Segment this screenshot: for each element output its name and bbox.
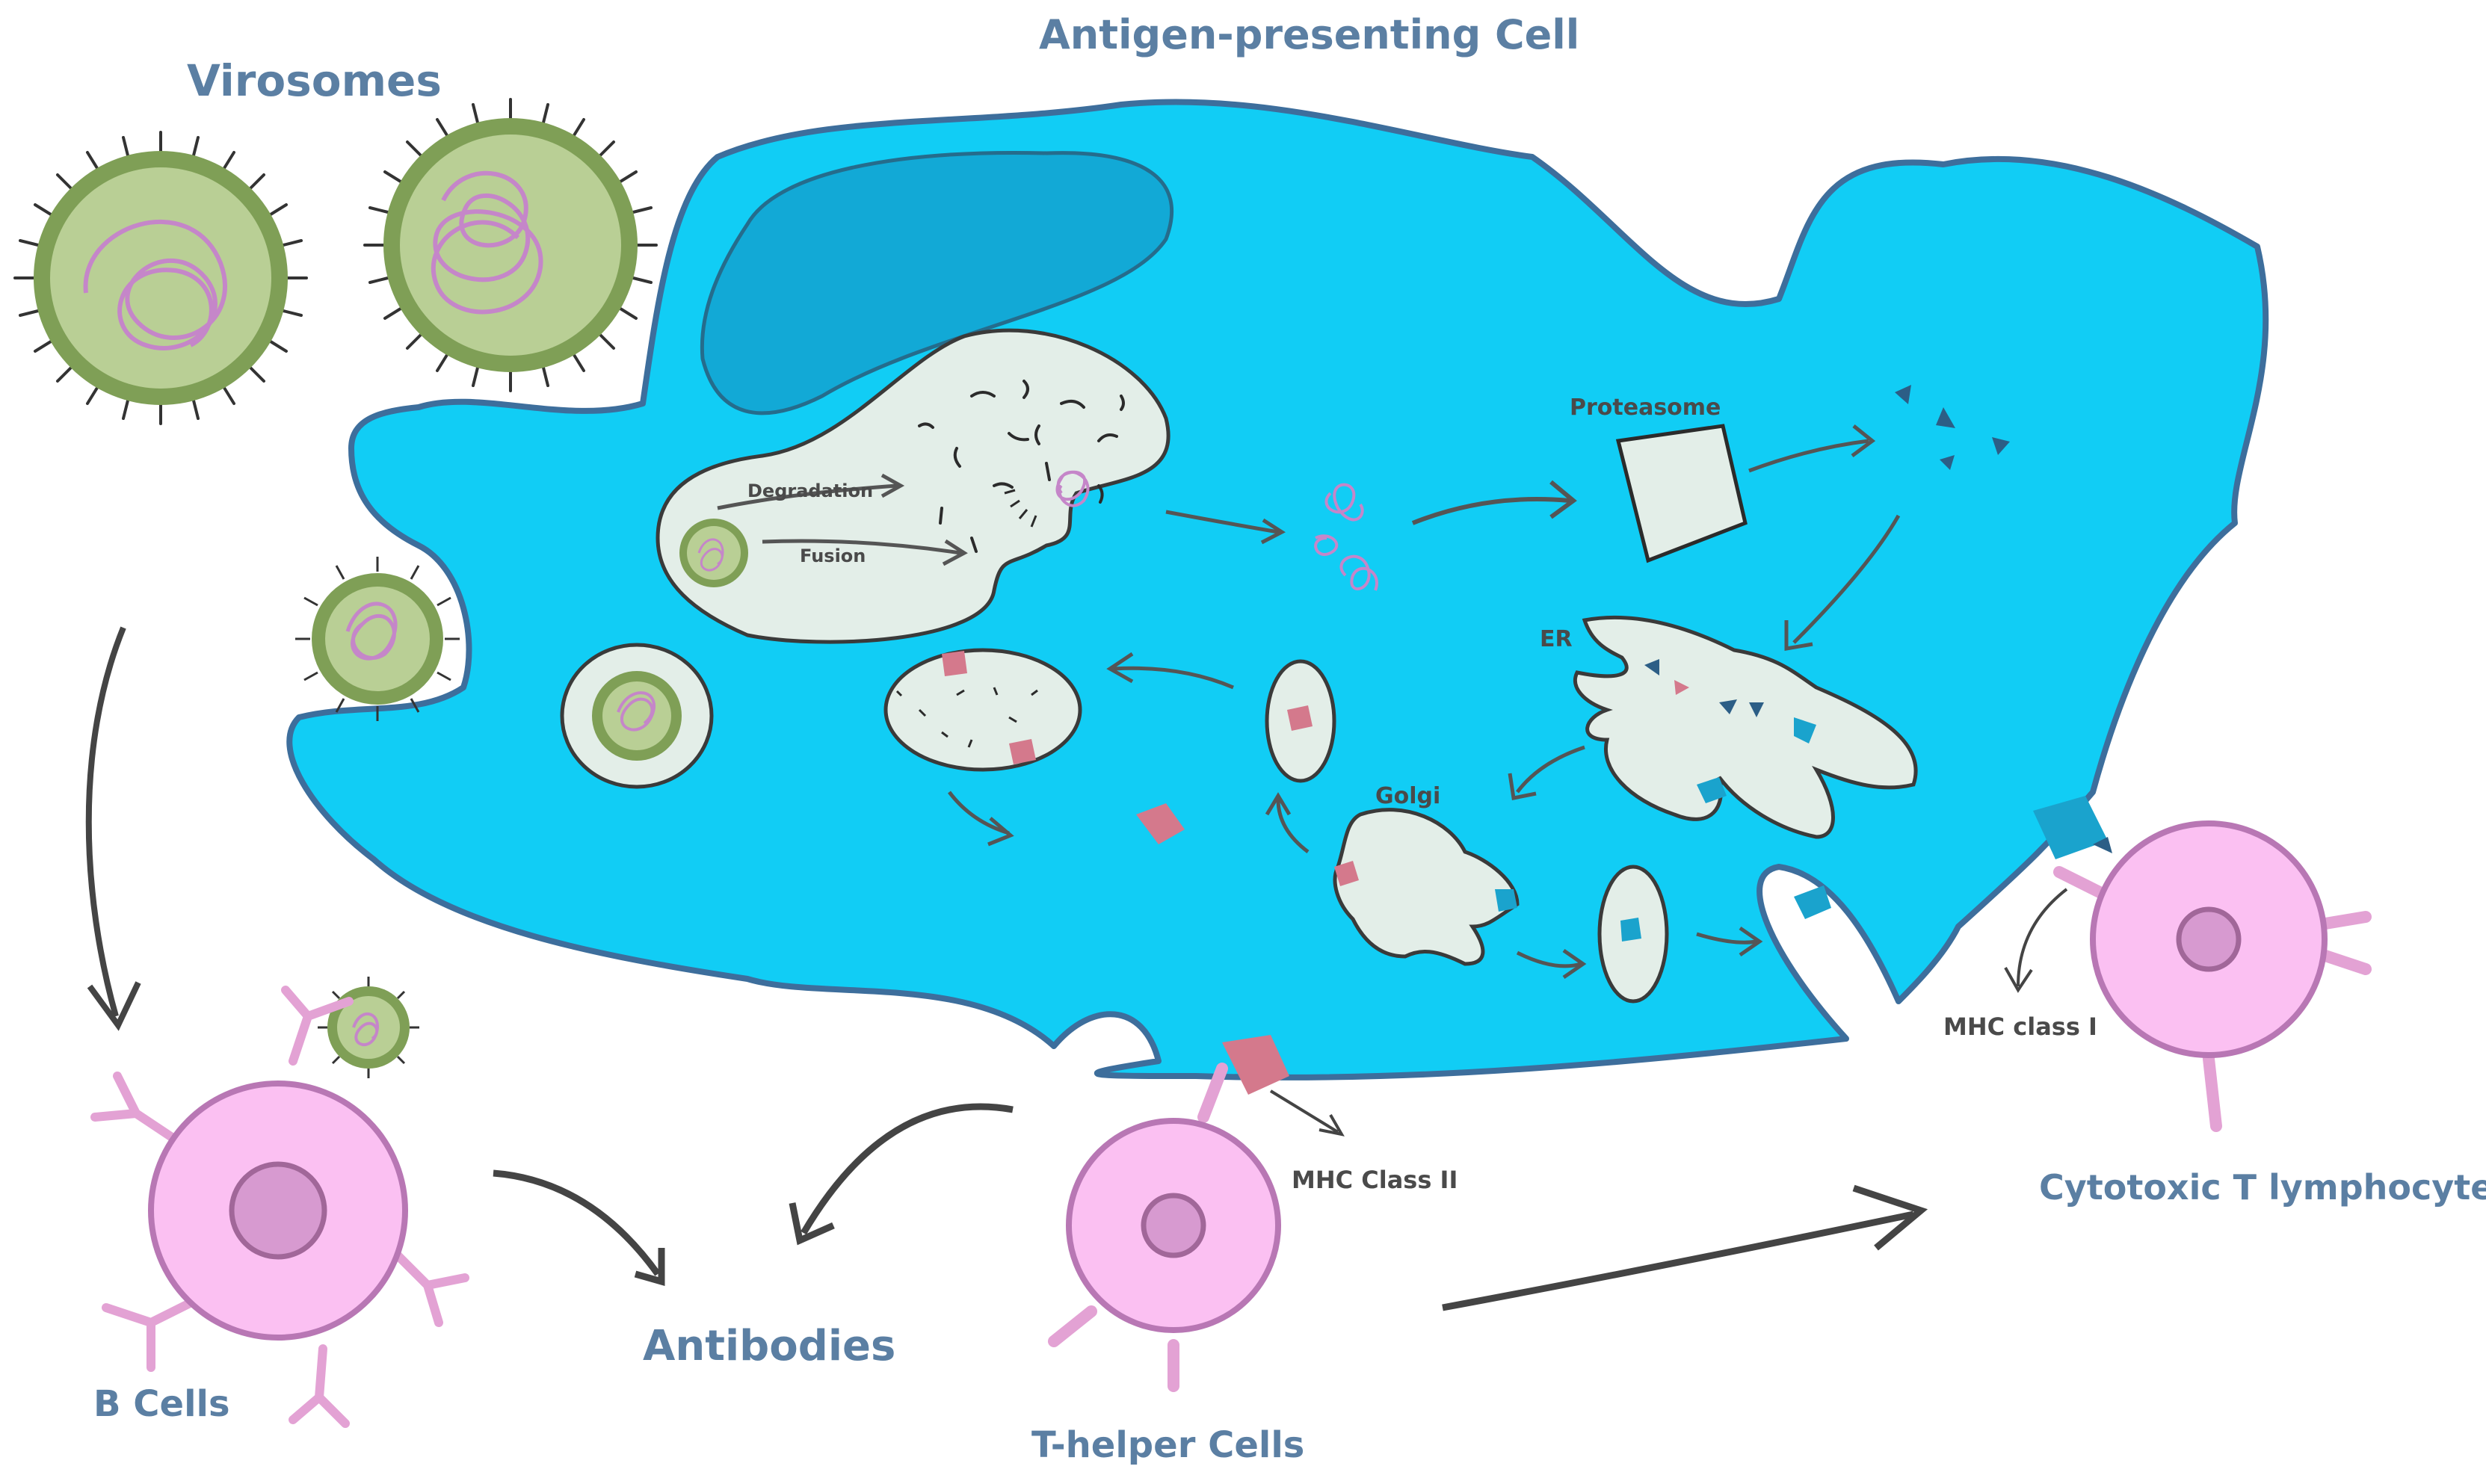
arrow-to-er xyxy=(1784,514,1901,651)
surface-mhc-ii xyxy=(1222,1035,1289,1095)
arrow-to-rna xyxy=(1165,510,1286,545)
arrow-vesicle-to-lysosome xyxy=(1106,652,1234,690)
vesicle-mhc-ii xyxy=(1287,705,1313,731)
label-virosomes: Virosomes xyxy=(187,55,442,106)
arrow-thelper-to-antibodies xyxy=(789,1103,1014,1246)
label-mhc-class-ii: MHC Class II xyxy=(1292,1166,1458,1194)
fusion-arrow xyxy=(762,539,968,566)
proteasome xyxy=(1615,424,1748,563)
label-er: ER xyxy=(1540,626,1573,652)
arrow-to-mhc-ii-label xyxy=(1269,1089,1345,1137)
endoplasmic-reticulum xyxy=(1573,615,1918,839)
arrow-golgi-to-vesicle xyxy=(1265,792,1310,853)
golgi xyxy=(1333,808,1520,966)
label-apc: Antigen-presenting Cell xyxy=(1039,11,1579,58)
arrow-vesicle-to-surface-mhc-i xyxy=(1696,926,1763,957)
degraded-fragments xyxy=(918,380,1125,553)
endocytic-vesicle xyxy=(560,643,714,789)
virosome-2 xyxy=(363,98,658,392)
late-endosome-mhc-ii-bottom xyxy=(1009,739,1036,764)
arrow-to-surface-mhc-ii xyxy=(948,791,1014,847)
virosome-1 xyxy=(13,131,308,425)
arrow-golgi-to-mhc-i-vesicle xyxy=(1516,948,1587,980)
late-endosome-mhc-ii-top xyxy=(942,651,967,676)
surface-mhc-ii-upper xyxy=(1136,803,1185,844)
fusion-site-ticks xyxy=(1004,489,1037,528)
invagination-mhc-i xyxy=(1794,885,1831,919)
vesicle-mhc-i xyxy=(1620,918,1641,942)
surface-mhc-i xyxy=(2033,796,2108,859)
nucleus xyxy=(700,151,1174,415)
t-helper-cell xyxy=(1048,1063,1281,1392)
peptides xyxy=(1895,385,2010,470)
label-t-helper: T-helper Cells xyxy=(1031,1424,1304,1466)
er-peptides xyxy=(1644,659,1816,803)
late-endosome xyxy=(883,648,1082,772)
label-proteasome: Proteasome xyxy=(1570,395,1721,421)
b-cell xyxy=(90,986,469,1428)
label-mhc-class-i: MHC class I xyxy=(1943,1012,2097,1041)
surface-mhc-i-peptide xyxy=(2093,837,2112,853)
arrow-to-peptides xyxy=(1748,424,1876,473)
arrow-to-mhc-i-label xyxy=(2004,888,2068,993)
cytoplasm-rna xyxy=(1314,483,1378,591)
internalized-virosome xyxy=(679,519,748,587)
golgi-mhc-i xyxy=(1495,889,1517,912)
virosome-at-membrane xyxy=(295,557,460,721)
late-endosome-fragments xyxy=(895,687,1038,748)
released-rna xyxy=(1055,470,1090,507)
label-antibodies: Antibodies xyxy=(643,1322,895,1370)
golgi-mhc-ii xyxy=(1334,861,1359,886)
arrow-thelper-to-ctl xyxy=(1442,1184,1928,1311)
label-ctl: Cytotoxic T lymphocytes xyxy=(2039,1167,2486,1208)
arrow-virosomes-to-bcells xyxy=(85,626,141,1031)
label-degradation: Degradation xyxy=(747,480,873,501)
endosome xyxy=(656,328,1170,644)
label-fusion: Fusion xyxy=(800,545,866,566)
virosome-small xyxy=(318,977,419,1078)
arrow-bcells-to-antibodies xyxy=(493,1169,665,1286)
degradation-arrow xyxy=(717,473,905,510)
label-golgi: Golgi xyxy=(1375,783,1440,809)
arrow-to-proteasome xyxy=(1411,480,1577,525)
label-b-cells: B Cells xyxy=(93,1383,230,1425)
cytotoxic-t-cell xyxy=(2053,820,2372,1132)
arrow-to-golgi xyxy=(1508,745,1585,800)
